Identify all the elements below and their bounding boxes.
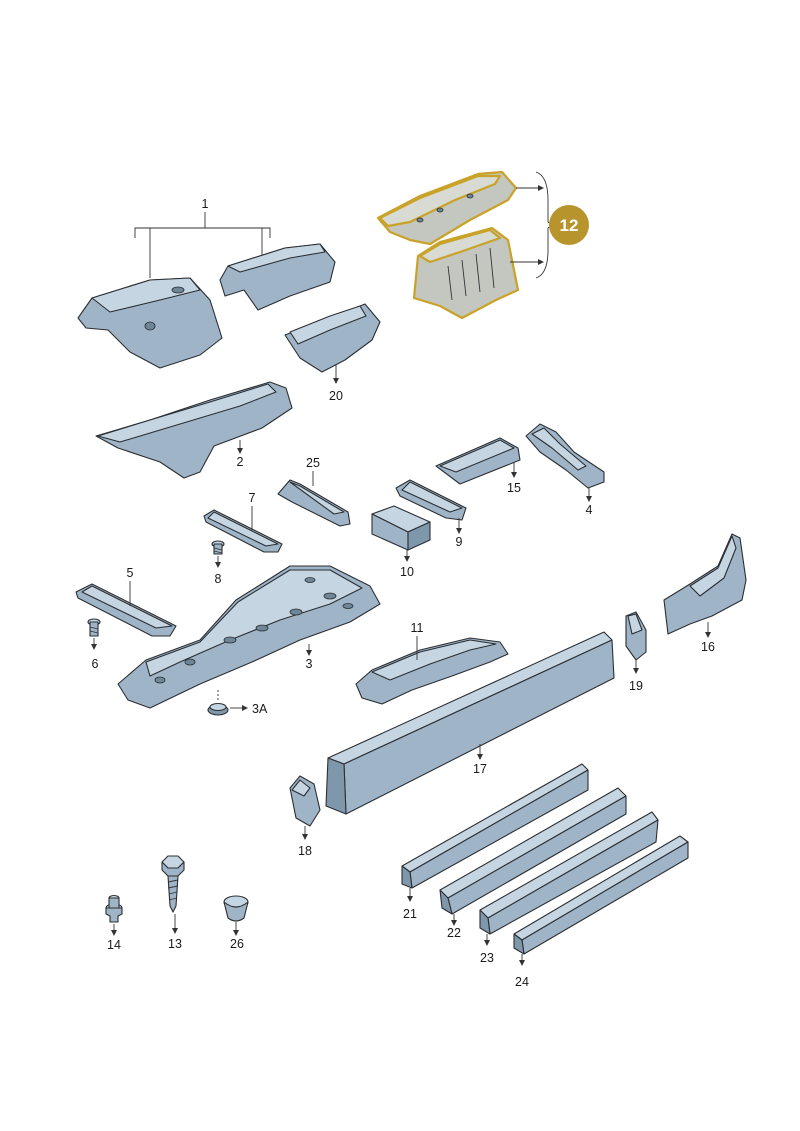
callout-18-label: 18 (298, 844, 312, 858)
callout-16-label: 16 (701, 640, 715, 654)
part-10-box-section[interactable] (371, 505, 431, 551)
part-9-reinforcement[interactable] (395, 479, 467, 521)
callout-17-label: 17 (473, 762, 487, 776)
part-22-rail[interactable] (439, 787, 627, 915)
callout-9: 9 (456, 518, 463, 549)
callout-7: 7 (249, 491, 256, 530)
callout-26-label: 26 (230, 937, 244, 951)
part-13-screw[interactable] (161, 855, 185, 913)
callout-8: 8 (215, 556, 222, 586)
part-19-clip[interactable] (625, 611, 647, 661)
callout-19: 19 (629, 660, 643, 693)
callout-12-badge (549, 205, 589, 245)
callout-26: 26 (230, 922, 244, 951)
part-11-bracket[interactable] (355, 637, 509, 705)
callout-5-label: 5 (127, 566, 134, 580)
part-5-plate[interactable] (75, 583, 177, 637)
callout-10: 10 (400, 550, 414, 579)
callout-11-label: 11 (411, 621, 424, 635)
callout-23: 23 (480, 934, 494, 965)
callout-3a-label: 3A (252, 702, 268, 716)
part-8-bolt[interactable] (211, 540, 225, 555)
part-18-clip[interactable] (289, 775, 321, 827)
part-3-floor-pan[interactable] (117, 565, 381, 709)
callout-14: 14 (107, 924, 121, 952)
callout-15-label: 15 (507, 481, 521, 495)
part-26-plug[interactable] (223, 895, 249, 922)
callout-22-label: 22 (447, 926, 461, 940)
callout-18: 18 (298, 826, 312, 858)
callout-3a: 3A (230, 702, 268, 716)
callout-6: 6 (91, 638, 99, 671)
part-6-bolt[interactable] (87, 618, 101, 637)
callout-12-label: 12 (560, 216, 579, 235)
part-2-longitudinal-member[interactable] (95, 381, 293, 479)
callout-20-label: 20 (329, 389, 343, 403)
part-7-plate[interactable] (203, 509, 283, 553)
part-17-side-sill[interactable] (325, 631, 615, 815)
callout-4-label: 4 (586, 503, 593, 517)
callout-8-label: 8 (215, 572, 222, 586)
part-12-upper[interactable] (376, 170, 518, 246)
part-15-cross-member[interactable] (435, 437, 521, 485)
callout-13: 13 (168, 914, 182, 951)
callout-2-label: 2 (237, 455, 244, 469)
callout-22: 22 (447, 914, 461, 940)
callout-24: 24 (515, 954, 529, 989)
callout-20: 20 (329, 364, 343, 403)
part-1-front-floor-right[interactable] (219, 243, 336, 311)
part-20-bracket[interactable] (284, 303, 381, 373)
callout-1-label: 1 (202, 197, 209, 211)
part-4-bracket[interactable] (525, 423, 605, 489)
callout-3: 3 (306, 644, 313, 671)
callout-25: 25 (306, 456, 320, 486)
callout-24-label: 24 (515, 975, 529, 989)
callout-14-label: 14 (107, 938, 121, 952)
part-25-bracket[interactable] (277, 479, 351, 527)
callout-16: 16 (701, 622, 715, 654)
callout-17: 17 (473, 744, 487, 776)
callout-9-label: 9 (456, 535, 463, 549)
callout-15: 15 (507, 462, 521, 495)
callout-23-label: 23 (480, 951, 494, 965)
part-14-rivet-nut[interactable] (105, 894, 123, 923)
callout-2: 2 (237, 440, 244, 469)
callout-21: 21 (403, 888, 417, 921)
callout-11: 11 (411, 621, 424, 660)
callout-3-label: 3 (306, 657, 313, 671)
callout-21-label: 21 (403, 907, 417, 921)
part-23-rail[interactable] (479, 811, 659, 935)
callout-6-label: 6 (92, 657, 99, 671)
callout-25-label: 25 (306, 456, 320, 470)
callout-5: 5 (127, 566, 134, 606)
part-16-pillar-panel[interactable] (663, 533, 747, 635)
part-3a-grommet[interactable] (207, 690, 229, 716)
callout-4: 4 (586, 488, 593, 517)
callout-13-label: 13 (168, 937, 182, 951)
part-12-lower[interactable] (412, 226, 520, 320)
part-1-front-floor-left[interactable] (77, 277, 223, 369)
callout-10-label: 10 (400, 565, 414, 579)
part-21-rail[interactable] (401, 763, 589, 889)
part-24-rail[interactable] (513, 835, 689, 955)
callout-12: 12 (510, 171, 589, 279)
callout-19-label: 19 (629, 679, 643, 693)
callout-7-label: 7 (249, 491, 256, 505)
